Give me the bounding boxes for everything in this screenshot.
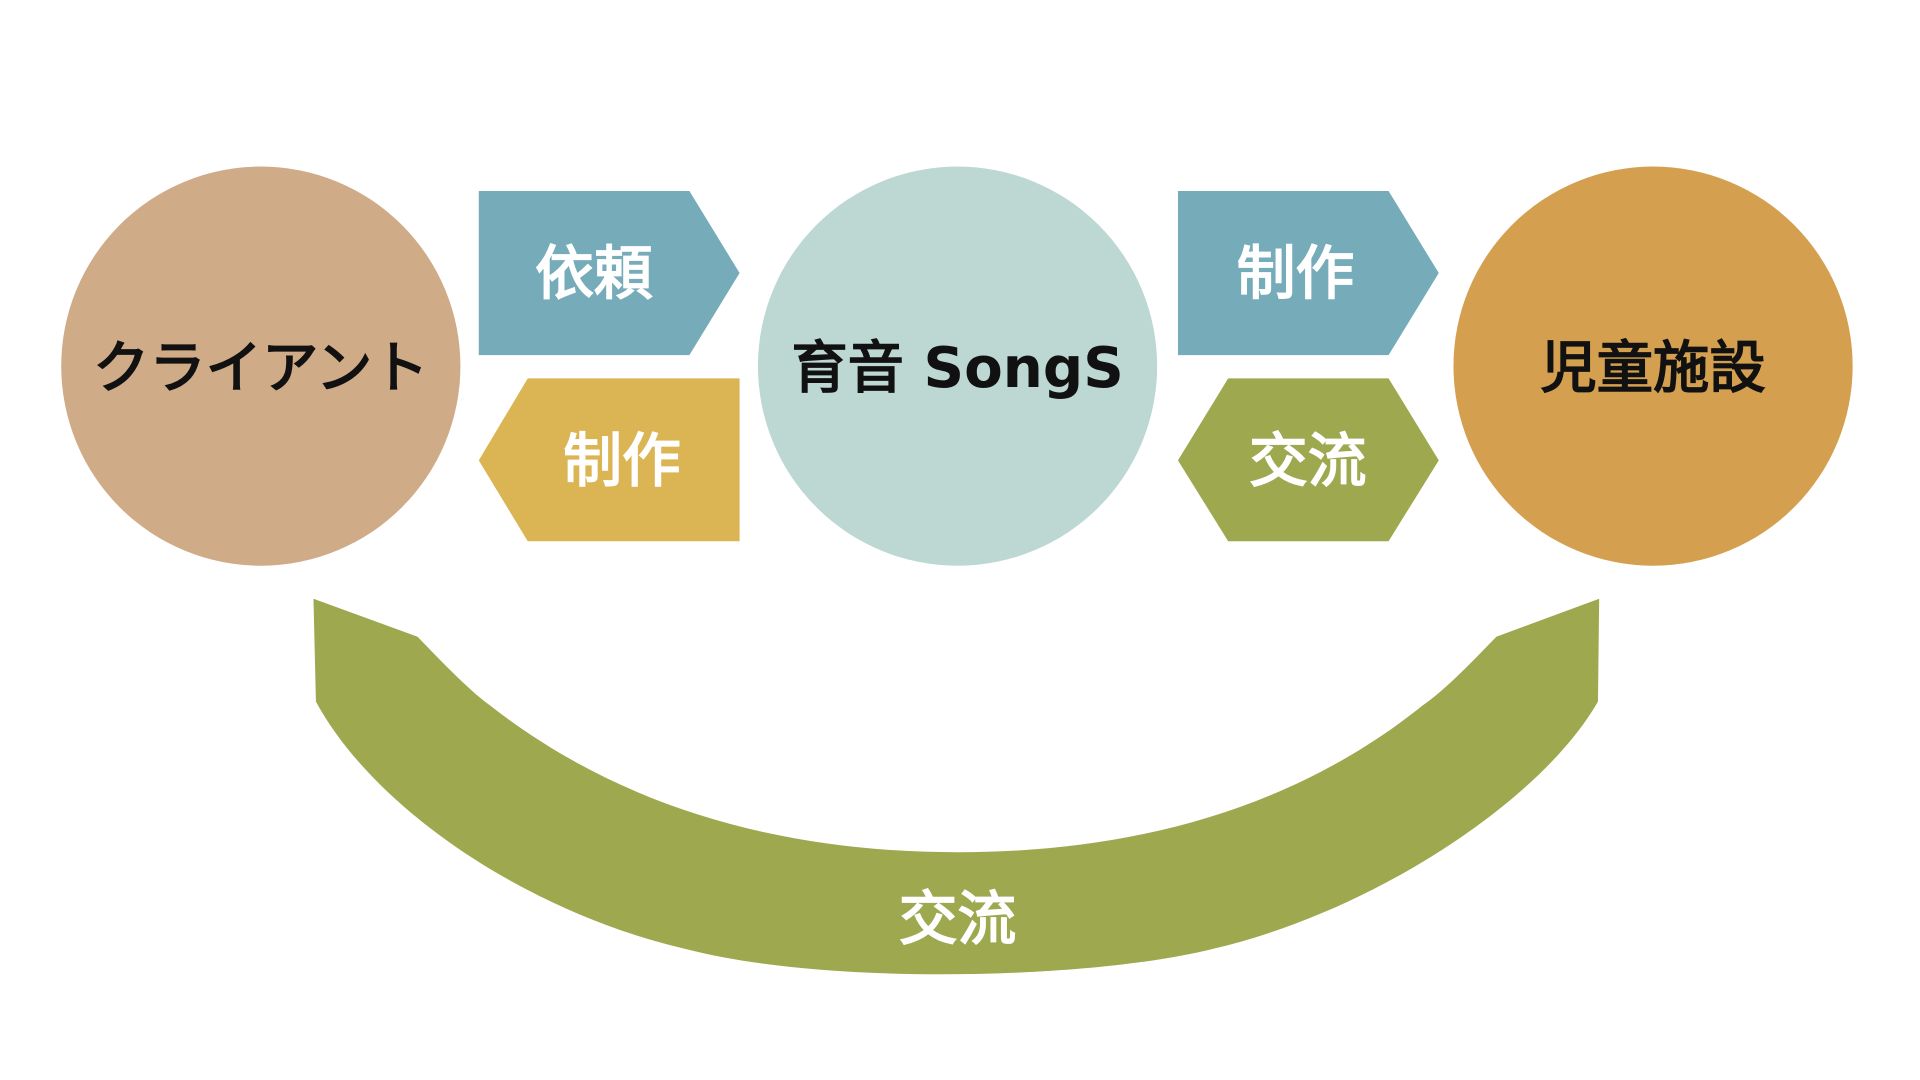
request-arrow: [478, 191, 740, 356]
client-circle: [61, 166, 461, 566]
request-label: 依頼: [535, 239, 653, 308]
exchange-bottom-label: 交流: [899, 884, 1017, 953]
production-to-client-label: 制作: [563, 426, 681, 495]
facility-label: 児童施設: [1540, 336, 1766, 401]
production-to-client-arrow: [478, 378, 740, 542]
production-to-facility-arrow: [1177, 191, 1439, 356]
center-label: 育音 SongS: [791, 336, 1123, 401]
facility-circle: [1453, 166, 1853, 566]
exchange-center-facility-label: 交流: [1249, 426, 1367, 495]
exchange-curved-arrow: [313, 598, 1600, 975]
production-to-facility-label: 制作: [1237, 239, 1355, 308]
exchange-hexagon: [1177, 378, 1439, 542]
center-circle: [757, 166, 1158, 566]
client-label: クライアント: [93, 336, 429, 401]
